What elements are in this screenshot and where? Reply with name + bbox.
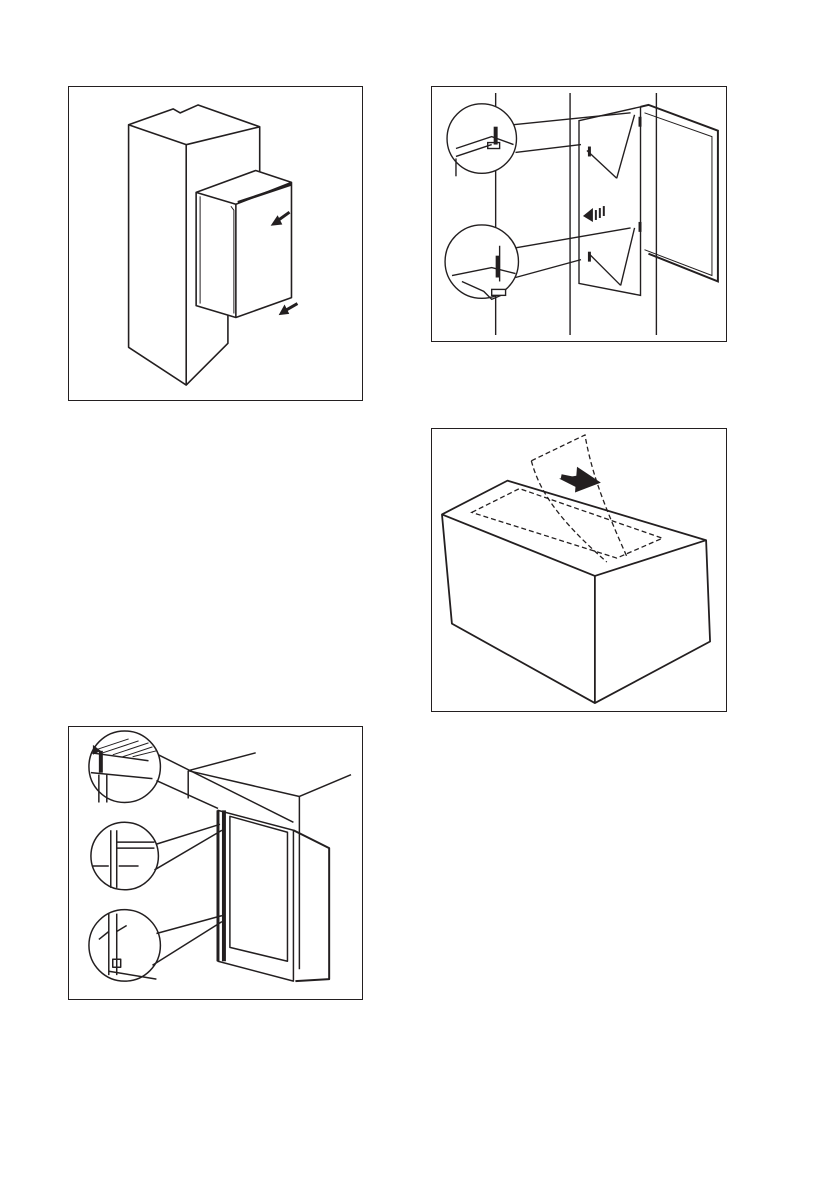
cabinet-installation-drawing [69, 87, 362, 400]
door-screws-drawing [432, 87, 726, 341]
figure-cabinet-installation [68, 86, 363, 401]
figure-cover-strip [431, 428, 727, 712]
cover-strip-drawing [432, 429, 726, 711]
figure-door-screws [431, 86, 727, 342]
figure-door-alignment [68, 726, 363, 1000]
door-alignment-drawing [69, 727, 362, 999]
